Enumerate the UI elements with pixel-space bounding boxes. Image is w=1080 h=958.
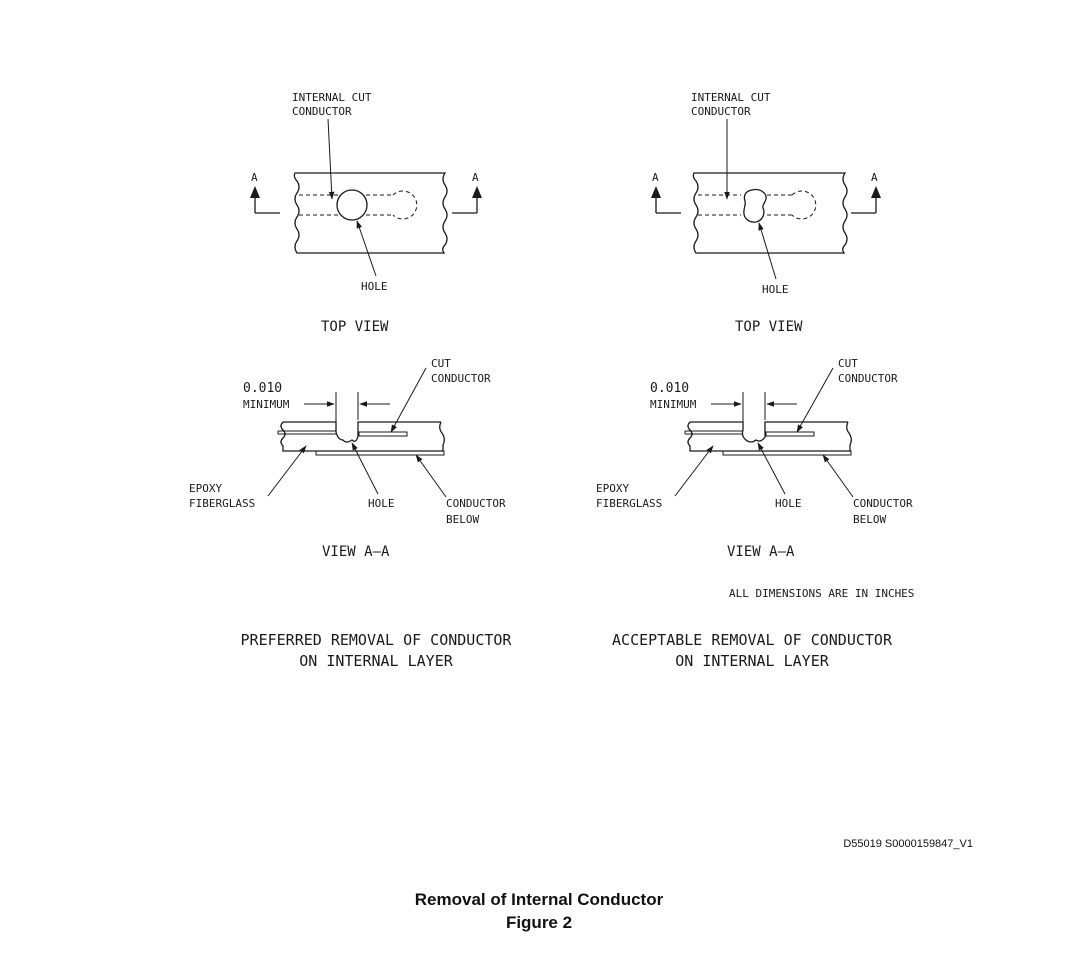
right-cut-leader bbox=[796, 367, 834, 433]
right-top-view: INTERNAL CUT CONDUCTOR HOLE A A TOP VIEW bbox=[651, 91, 881, 335]
left-conductor-below-leader bbox=[415, 454, 447, 498]
right-board-outline bbox=[692, 172, 848, 254]
left-hole-section-label: HOLE bbox=[368, 497, 395, 510]
right-conductor-below-l1: CONDUCTOR bbox=[853, 497, 913, 510]
right-conductor-below-l2: BELOW bbox=[853, 513, 886, 526]
right-conductor-below bbox=[722, 450, 852, 456]
figure-number: Figure 2 bbox=[506, 913, 572, 932]
left-conductor-below-l1: CONDUCTOR bbox=[446, 497, 506, 510]
right-internal-cut-label-l1: INTERNAL CUT bbox=[691, 91, 771, 104]
left-cut-conductor bbox=[358, 431, 408, 437]
left-hole-label: HOLE bbox=[361, 280, 388, 293]
right-epoxy-label-l1: EPOXY bbox=[596, 482, 629, 495]
right-epoxy-label-l2: FIBERGLASS bbox=[596, 497, 662, 510]
right-cut-label-l1: CUT bbox=[838, 357, 858, 370]
right-section-view-title: VIEW A–A bbox=[727, 544, 795, 560]
right-section-arrow-left bbox=[651, 186, 661, 198]
left-dim-minimum: MINIMUM bbox=[243, 398, 290, 411]
right-internal-cut-label-l2: CONDUCTOR bbox=[691, 105, 751, 118]
left-dim-value: 0.010 bbox=[243, 381, 282, 396]
left-caption-l2: ON INTERNAL LAYER bbox=[299, 652, 453, 670]
right-hole-label: HOLE bbox=[762, 283, 789, 296]
left-hole-top bbox=[336, 189, 368, 221]
right-epoxy-leader bbox=[674, 445, 714, 497]
left-section-arrow-left bbox=[250, 186, 260, 198]
dimensions-note: ALL DIMENSIONS ARE IN INCHES bbox=[729, 587, 914, 600]
left-section-arrow-right bbox=[472, 186, 482, 198]
right-cut-label-l2: CONDUCTOR bbox=[838, 372, 898, 385]
right-section-arrow-right bbox=[871, 186, 881, 198]
left-section-view: CUT CONDUCTOR 0.010 MINIMUM bbox=[189, 357, 506, 560]
left-internal-cut-leader bbox=[327, 118, 335, 200]
left-conductor-below-l2: BELOW bbox=[446, 513, 479, 526]
right-board-section bbox=[684, 421, 852, 456]
right-section-a-right: A bbox=[871, 171, 878, 184]
left-top-view: INTERNAL CUT CONDUCTOR HOLE A A bbox=[250, 91, 482, 335]
right-section-a-left: A bbox=[652, 171, 659, 184]
right-conductor-below-leader bbox=[822, 454, 854, 498]
left-internal-cut-label-l2: CONDUCTOR bbox=[292, 105, 352, 118]
left-internal-cut-label-l1: INTERNAL CUT bbox=[292, 91, 372, 104]
left-epoxy-label-l1: EPOXY bbox=[189, 482, 222, 495]
right-caption-l2: ON INTERNAL LAYER bbox=[675, 652, 829, 670]
right-hole-top bbox=[743, 188, 767, 223]
right-hole-section-label: HOLE bbox=[775, 497, 802, 510]
drawing-id: D55019 S0000159847_V1 bbox=[843, 838, 973, 850]
right-hole-section-leader bbox=[757, 442, 786, 495]
left-cut-label-l2: CONDUCTOR bbox=[431, 372, 491, 385]
right-cut-conductor bbox=[765, 431, 815, 437]
left-conductor-pad-hidden bbox=[392, 190, 418, 220]
left-board-section bbox=[277, 421, 445, 456]
left-cut-label-l1: CUT bbox=[431, 357, 451, 370]
left-section-view-title: VIEW A–A bbox=[322, 544, 390, 560]
right-conductor-pad-hidden bbox=[791, 190, 817, 220]
right-panel: INTERNAL CUT CONDUCTOR HOLE A A TOP VIEW bbox=[596, 91, 914, 670]
left-caption-l1: PREFERRED REMOVAL OF CONDUCTOR bbox=[241, 631, 513, 649]
left-epoxy-label-l2: FIBERGLASS bbox=[189, 497, 255, 510]
left-hole-section-leader bbox=[351, 442, 379, 495]
left-section-a-left: A bbox=[251, 171, 258, 184]
left-section-a-right: A bbox=[472, 171, 479, 184]
figure-title: Removal of Internal Conductor bbox=[415, 890, 664, 909]
left-panel: INTERNAL CUT CONDUCTOR HOLE A A bbox=[189, 91, 512, 670]
left-hole-leader bbox=[356, 220, 377, 277]
left-top-view-title: TOP VIEW bbox=[321, 319, 389, 335]
left-epoxy-leader bbox=[267, 445, 307, 497]
right-hole-leader bbox=[758, 222, 777, 280]
right-top-view-title: TOP VIEW bbox=[735, 319, 803, 335]
right-dim-value: 0.010 bbox=[650, 381, 689, 396]
left-conductor-below bbox=[315, 450, 445, 456]
left-board-outline bbox=[293, 172, 448, 254]
right-section-view: CUT CONDUCTOR 0.010 MINIMUM EPOXY bbox=[596, 357, 913, 560]
right-caption-l1: ACCEPTABLE REMOVAL OF CONDUCTOR bbox=[612, 631, 893, 649]
left-cut-leader bbox=[390, 367, 427, 433]
right-dim-minimum: MINIMUM bbox=[650, 398, 697, 411]
